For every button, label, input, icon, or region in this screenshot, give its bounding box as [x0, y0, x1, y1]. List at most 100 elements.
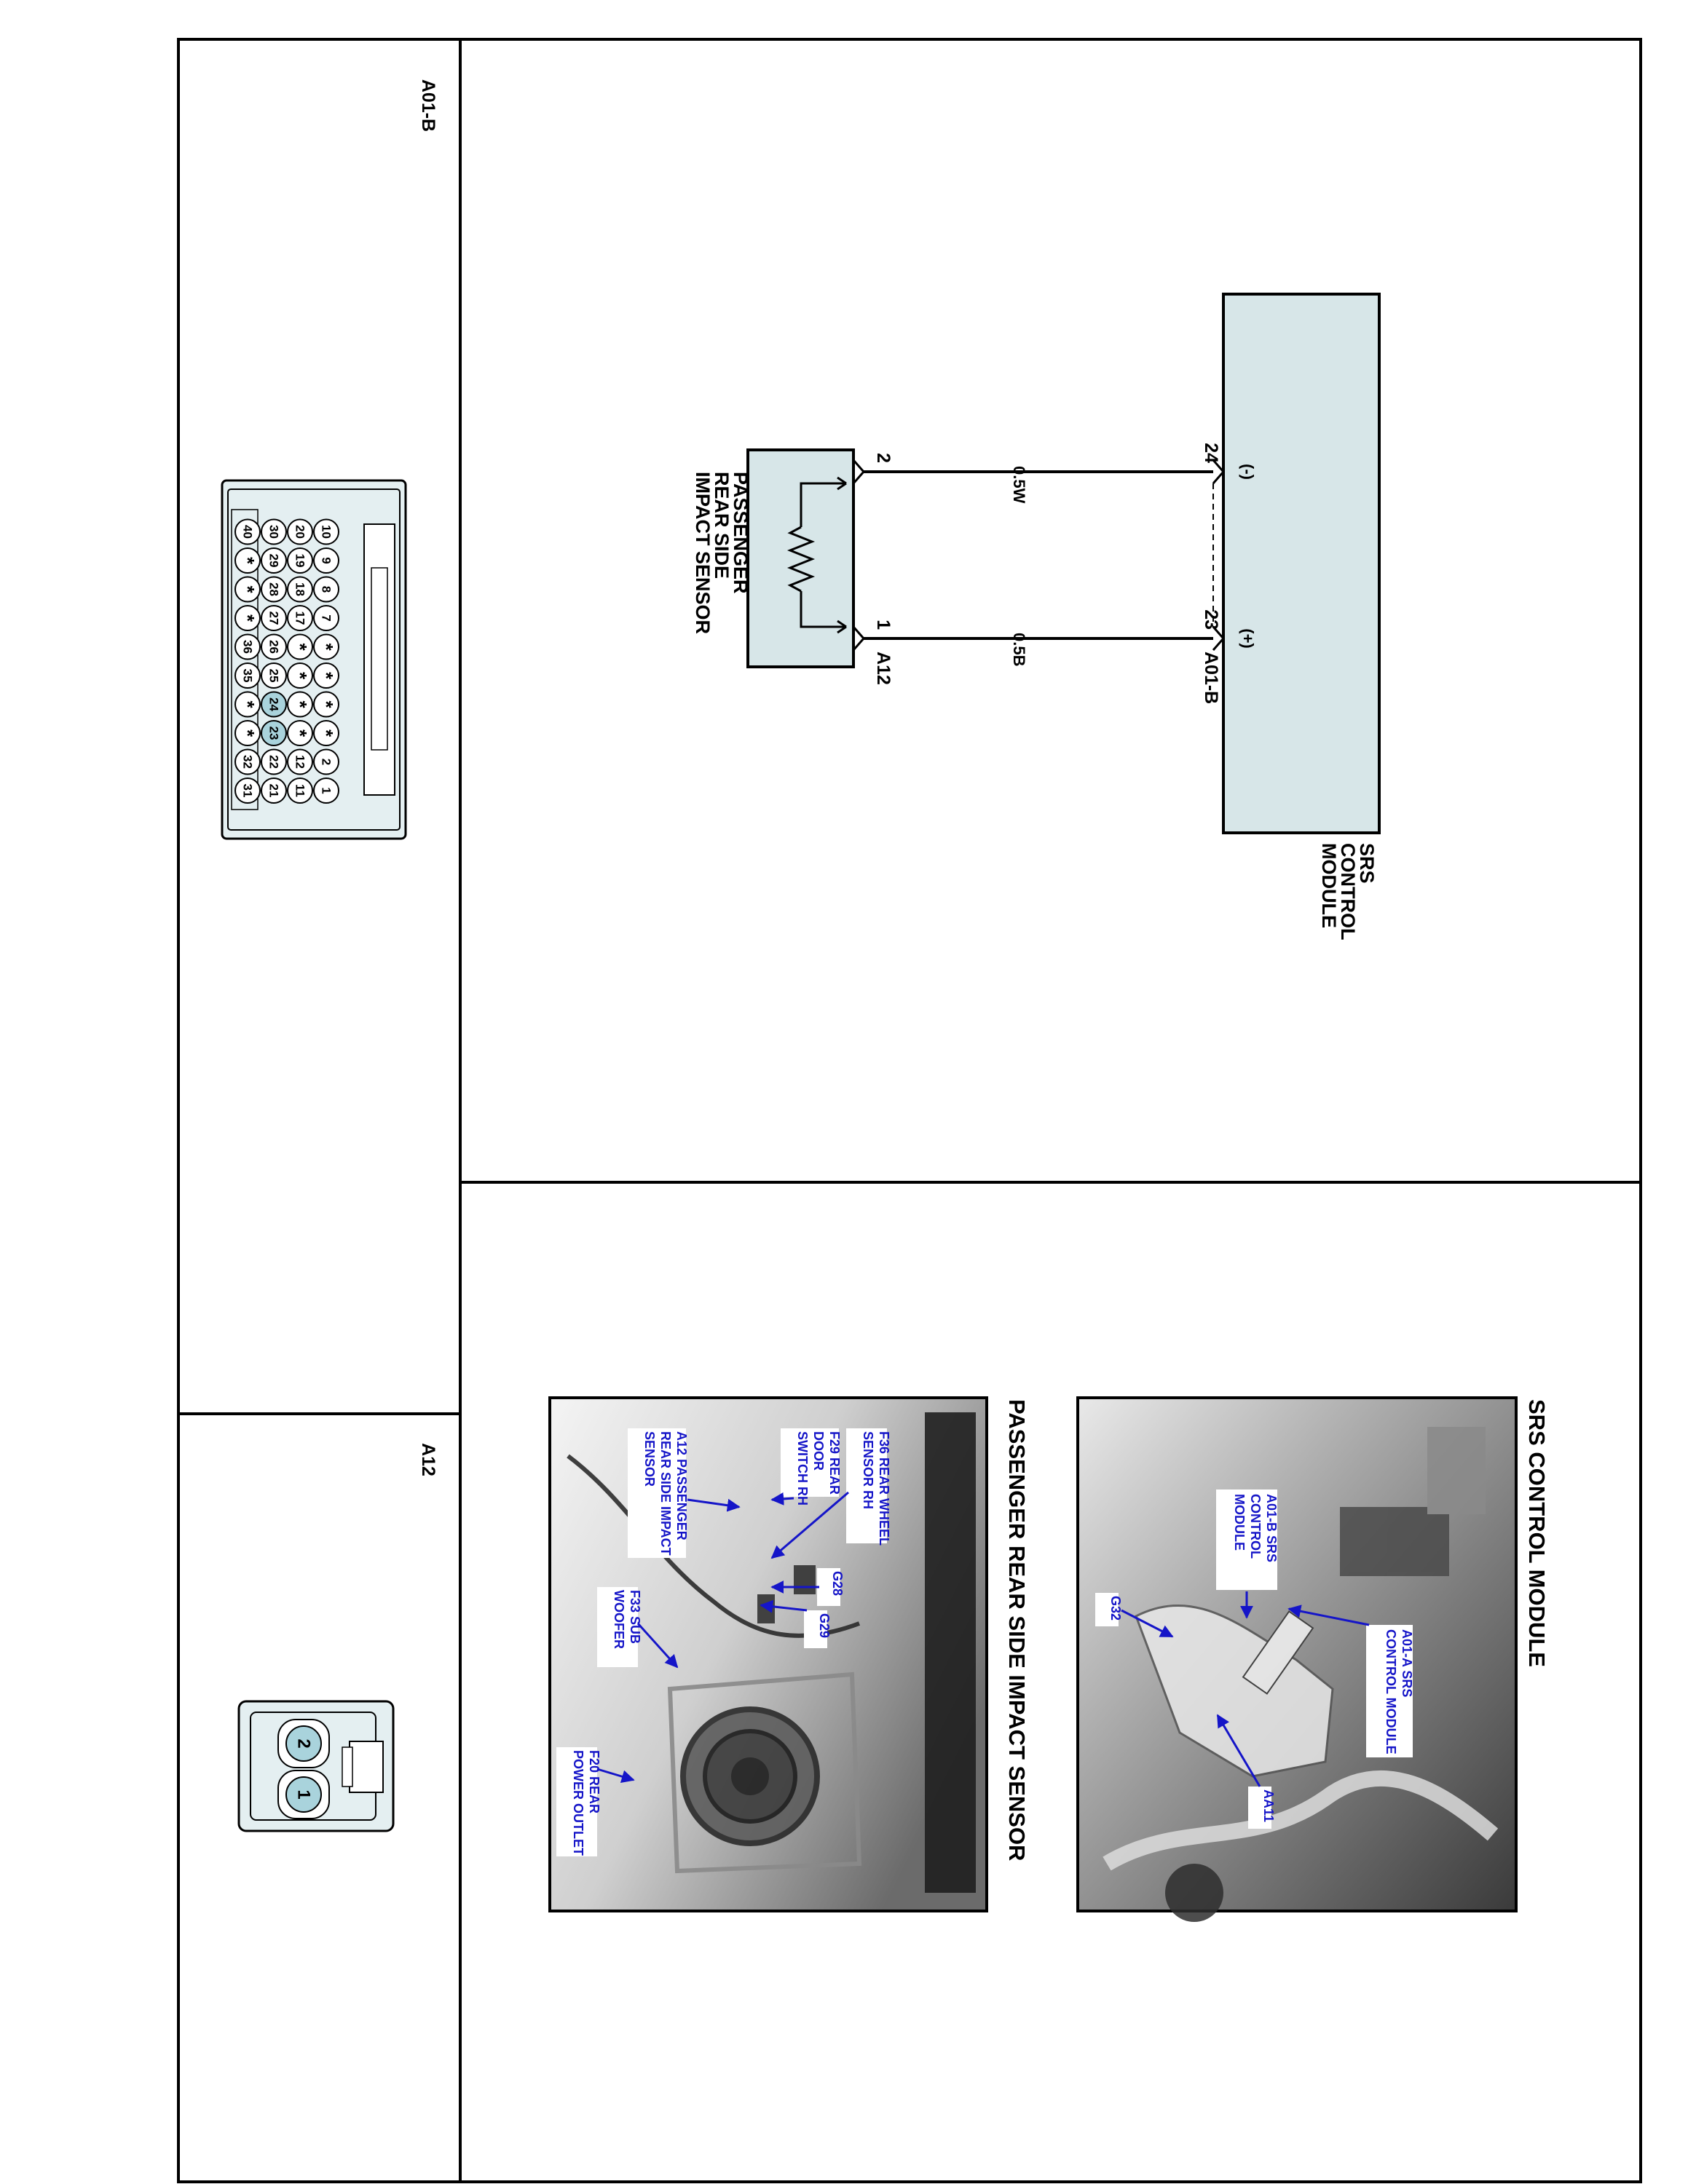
a01b-pin-circle — [234, 720, 261, 746]
pin-grid-a01b: 12****789101112****171819202122232425262… — [234, 518, 339, 804]
callout-g28: G28 — [830, 1571, 845, 1596]
sensor-name-line: PASSENGER — [730, 472, 752, 594]
connector-view-a12: A12 2 1 — [237, 1443, 438, 1832]
a01b-pin: * — [234, 576, 261, 603]
a01b-pin: * — [313, 691, 339, 718]
a01b-pin-label: * — [237, 614, 259, 622]
callout-f29-line: SWITCH RH — [795, 1431, 810, 1506]
sensor-connector-label: A12 — [873, 652, 894, 685]
callout-f36-line: F36 REAR WHEEL — [877, 1431, 891, 1546]
callout-a01b-srs-line: CONTROL — [1248, 1494, 1263, 1559]
a01b-pin-label: * — [315, 729, 337, 737]
callout-f20-line: F20 REAR — [587, 1750, 602, 1813]
photo-passenger-shapes — [567, 1412, 976, 1893]
a01b-pin: 12 — [287, 748, 313, 775]
a01b-pin-label: 28 — [267, 582, 281, 596]
a01b-pin-label: 40 — [241, 525, 255, 539]
a01b-pin: * — [234, 720, 261, 746]
a01b-pin-label: 2 — [320, 759, 334, 765]
a01b-pin-circle — [234, 662, 261, 689]
a01b-pin-circle — [234, 605, 261, 631]
wire-label-0.5b: 0.5B — [1010, 633, 1028, 666]
a01b-pin-label: 1 — [320, 787, 334, 794]
a01b-pin-circle — [287, 547, 313, 574]
srs-module-box — [1222, 293, 1381, 834]
a01b-pin-label: 22 — [267, 755, 281, 769]
photo-srs-shapes — [1103, 1427, 1499, 1922]
connector-label-a01b: A01-B — [418, 79, 438, 132]
a01b-pin-circle — [261, 691, 287, 718]
callout-a12-line: REAR SIDE IMPACT — [658, 1431, 673, 1556]
sensor-name-line: REAR SIDE — [711, 472, 733, 579]
a01b-pin: 40 — [234, 518, 261, 545]
a01b-pin-label: 24 — [267, 697, 281, 711]
pin-polarity-23: (+) — [1239, 628, 1257, 649]
callout-aa11: AA11 — [1261, 1789, 1276, 1822]
a01b-pin-circle — [261, 720, 287, 746]
a01b-pin: * — [287, 633, 313, 660]
a01b-pin-circle — [234, 748, 261, 775]
callout-f33-line: WOOFER — [612, 1590, 626, 1649]
a01b-pin-circle — [261, 576, 287, 603]
a01b-pin-circle — [234, 691, 261, 718]
a01b-pin-label: 19 — [293, 554, 307, 568]
a01b-pin-label: 29 — [267, 554, 281, 568]
a01b-pin-circle — [261, 778, 287, 804]
sensor-name-line: IMPACT SENSOR — [692, 472, 714, 634]
a01b-pin-circle — [261, 605, 287, 631]
a01b-pin-circle — [287, 778, 313, 804]
callout-a01b-srs-line: MODULE — [1232, 1494, 1247, 1551]
a01b-pin: 30 — [261, 518, 287, 545]
a01b-pin-label: * — [289, 643, 311, 651]
a01b-pin: 1 — [313, 778, 339, 804]
a01b-pin-circle — [234, 547, 261, 574]
resistor-symbol — [786, 476, 847, 634]
a01b-pin: 18 — [287, 576, 313, 603]
sensor-name: PASSENGER REAR SIDE IMPACT SENSOR — [692, 472, 752, 634]
a01b-pin: 27 — [261, 605, 287, 631]
page-frame — [177, 38, 1642, 2183]
a01b-pin: 21 — [261, 778, 287, 804]
a01b-pin: 2 — [313, 748, 339, 775]
a01b-pin: 31 — [234, 778, 261, 804]
schematic-panel: SRS CONTROL MODULE (-) (+) 24 23 A01-B 0… — [692, 293, 1381, 940]
a01b-pin: 19 — [287, 547, 313, 574]
pin-polarity-24: (-) — [1239, 464, 1257, 480]
a01b-pin-circle — [287, 518, 313, 545]
callout-a12-line: SENSOR — [642, 1431, 657, 1487]
a01b-pin-circle — [261, 547, 287, 574]
a12-pin-2: 2 — [277, 1719, 330, 1768]
a01b-pin: 8 — [313, 576, 339, 603]
a01b-pin-circle — [313, 633, 339, 660]
sensor-terminals — [852, 459, 865, 651]
photo-srs-callouts: A01-B SRS CONTROL MODULE A01-A SRS CONTR… — [1095, 1489, 1414, 1829]
a12-pin-1-label: 1 — [294, 1789, 314, 1799]
a01b-pin-circle — [234, 576, 261, 603]
connector-label-a12: A12 — [418, 1443, 438, 1476]
a01b-pin-circle — [313, 720, 339, 746]
a01b-pin-label: * — [315, 672, 337, 680]
a01b-pin: 29 — [261, 547, 287, 574]
a01b-pin: 11 — [287, 778, 313, 804]
callout-a12-line: A12 PASSENGER — [674, 1431, 689, 1540]
callout-a01b-srs-line: A01-B SRS — [1264, 1494, 1279, 1562]
a01b-pin: 7 — [313, 605, 339, 631]
a01b-pin-label: * — [237, 700, 259, 708]
photo-passenger-callouts: F36 REAR WHEEL SENSOR RH F29 REAR DOOR S… — [556, 1428, 891, 1856]
a01b-pin-label: 27 — [267, 612, 281, 625]
a01b-pin: 24 — [261, 691, 287, 718]
connector-view-a01b: A01-B 12****789101112****171819202122232… — [221, 79, 438, 840]
callout-a01a-srs-line: CONTROL MODULE — [1384, 1629, 1398, 1754]
a01b-pin-label: 11 — [293, 784, 307, 797]
a12-pin-2-label: 2 — [294, 1738, 314, 1748]
a01b-pin-label: 20 — [293, 525, 307, 539]
a01b-pin-label: 31 — [241, 784, 255, 798]
a01b-pin-circle — [313, 605, 339, 631]
srs-module-name: SRS CONTROL MODULE — [1318, 843, 1378, 940]
a01b-pin-circle — [287, 605, 313, 631]
a01b-pin-circle — [313, 778, 339, 804]
callout-f33-line: F33 SUB — [628, 1590, 642, 1644]
photo-passenger-sensor: PASSENGER REAR SIDE IMPACT SENSOR F36 RE… — [548, 1396, 1030, 1912]
a01b-pin: 35 — [234, 662, 261, 689]
